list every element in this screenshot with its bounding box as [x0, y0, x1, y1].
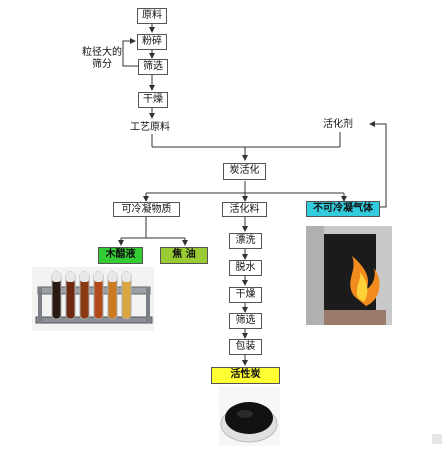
wash-box: 漂洗 [229, 233, 262, 249]
activated-material-box: 活化料 [222, 202, 267, 217]
carbonize-box: 炭活化 [223, 163, 266, 180]
arrow-recycle-loop [122, 38, 138, 67]
dry-bottom-box: 干燥 [229, 287, 262, 303]
activated-carbon-photo [219, 386, 280, 446]
large-particle-note: 粒径大的筛分 [82, 47, 122, 70]
raw-material-box: 原料 [137, 8, 167, 24]
dewater-box: 脱水 [229, 260, 262, 276]
activated-carbon-box: 活性炭 [211, 367, 280, 384]
screen-bottom-box: 筛选 [229, 313, 262, 329]
burning-gas-photo [306, 226, 392, 325]
condensable-box: 可冷凝物质 [113, 202, 180, 217]
test-tube-rack-photo [32, 267, 154, 331]
dry-top-box: 干燥 [138, 92, 168, 108]
process-raw-material-label: 工艺原料 [130, 122, 170, 133]
wood-vinegar-box: 木醋液 [98, 247, 143, 264]
tar-oil-box: 焦 油 [160, 247, 208, 264]
package-box: 包装 [229, 339, 262, 355]
corner-mark [432, 434, 442, 444]
screen-top-box: 筛选 [138, 59, 168, 75]
activator-label: 活化剂 [323, 119, 353, 130]
arrow-gas-recycle [369, 121, 387, 208]
noncondensable-gas-box: 不可冷凝气体 [306, 201, 380, 217]
crush-box: 粉碎 [137, 34, 167, 50]
